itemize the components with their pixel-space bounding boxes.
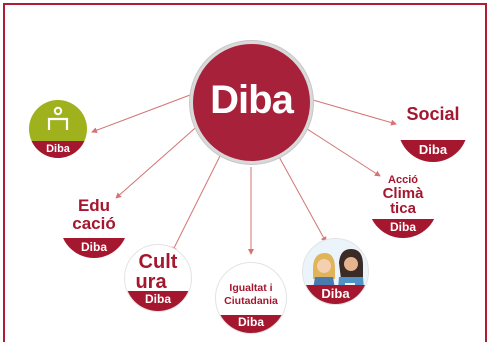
educacio-title-line1: Edu: [77, 196, 111, 215]
node-educacio[interactable]: Edu cació Diba: [60, 190, 128, 258]
accio-title-line1: Acció: [388, 174, 418, 186]
band-label: Diba: [125, 291, 191, 311]
cultura-title-line1: Cult: [138, 251, 178, 273]
node-illustration[interactable]: Diba: [302, 238, 369, 305]
educacio-title-line2: cació: [72, 214, 116, 233]
arrow-to-accio: [303, 126, 381, 177]
band-label: Diba: [60, 238, 128, 258]
accio-title-line3: tica: [390, 200, 416, 217]
node-igualtat[interactable]: Igualtat i Ciutadania Diba: [215, 262, 287, 334]
igualtat-title-line2: Ciutadania: [224, 295, 278, 307]
accio-title-line2: Climà: [382, 185, 424, 202]
social-title: Social: [406, 104, 460, 124]
band-label: Diba: [368, 219, 438, 238]
person-icon: [47, 106, 69, 130]
igualtat-title-line1: Igualtat i: [229, 282, 273, 294]
cultura-title-line2: ura: [135, 271, 167, 293]
center-diba-node[interactable]: Diba: [190, 41, 313, 164]
arrow-to-social: [312, 99, 397, 126]
arrow-to-top-left: [91, 91, 199, 134]
arrow-to-illustration: [277, 154, 327, 243]
band-label: Diba: [216, 315, 286, 333]
band-label: Diba: [29, 141, 87, 158]
band-label: Diba: [398, 140, 468, 162]
node-accio-climatica[interactable]: Acció Climà tica Diba: [368, 168, 438, 238]
node-top-left[interactable]: Diba: [29, 100, 87, 158]
band-label: Diba: [303, 285, 368, 304]
node-social[interactable]: Social Diba: [398, 92, 468, 162]
arrow-to-cultura: [171, 151, 223, 253]
arrow-to-educacio: [115, 121, 203, 199]
center-label: Diba: [210, 78, 294, 122]
node-cultura[interactable]: Cult ura Diba: [124, 244, 192, 312]
outer-frame: [3, 3, 487, 342]
